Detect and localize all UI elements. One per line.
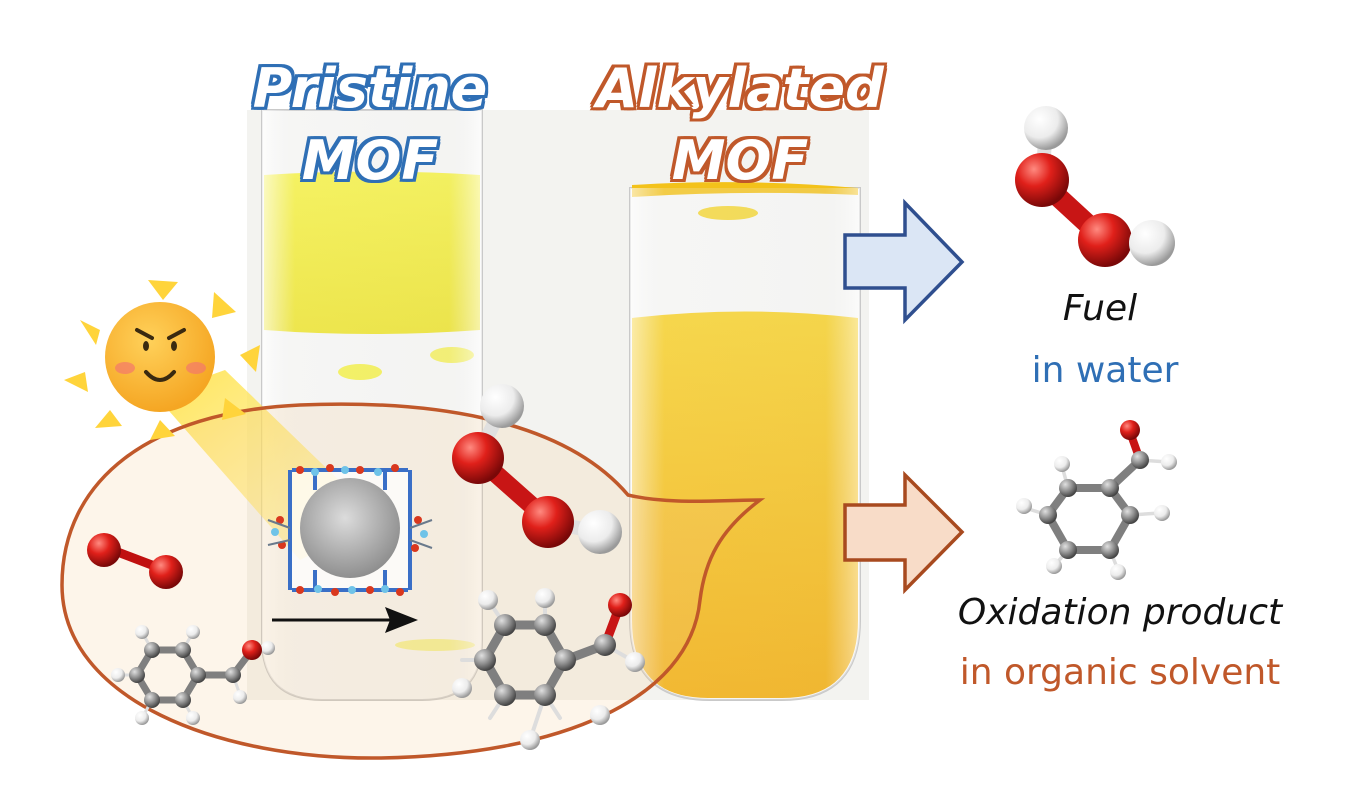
sun-icon bbox=[64, 280, 260, 440]
pristine-title-line2: MOF bbox=[301, 129, 439, 192]
benzyl-alcohol-molecule-icon bbox=[111, 625, 275, 725]
o2-molecule-icon bbox=[87, 533, 183, 589]
fuel-label: Fuel bbox=[1062, 288, 1138, 329]
mof-pore-icon bbox=[267, 464, 433, 596]
alkylated-title-line1: Alkylated bbox=[596, 57, 884, 120]
product-medium-label: in organic solvent bbox=[959, 652, 1281, 693]
h2o2-molecule-icon-reaction bbox=[452, 384, 622, 554]
product-label: Oxidation product bbox=[957, 592, 1283, 633]
solvent-output-arrow bbox=[843, 470, 965, 595]
alkylated-title: Alkylated MOF bbox=[595, 58, 885, 192]
alkylated-title-line2: MOF bbox=[671, 129, 809, 192]
benzaldehyde-molecule-icon-reaction bbox=[452, 588, 645, 750]
h2o2-molecule-icon-product bbox=[1015, 106, 1175, 267]
fuel-medium-label: in water bbox=[1031, 350, 1179, 391]
reaction-arrow bbox=[272, 607, 418, 633]
benzaldehyde-molecule-icon-product bbox=[1016, 420, 1177, 580]
water-output-arrow bbox=[843, 198, 965, 325]
pristine-title-line1: Pristine bbox=[252, 57, 488, 120]
alkylated-test-tube bbox=[629, 182, 861, 701]
pristine-title: Pristine MOF bbox=[250, 58, 490, 192]
